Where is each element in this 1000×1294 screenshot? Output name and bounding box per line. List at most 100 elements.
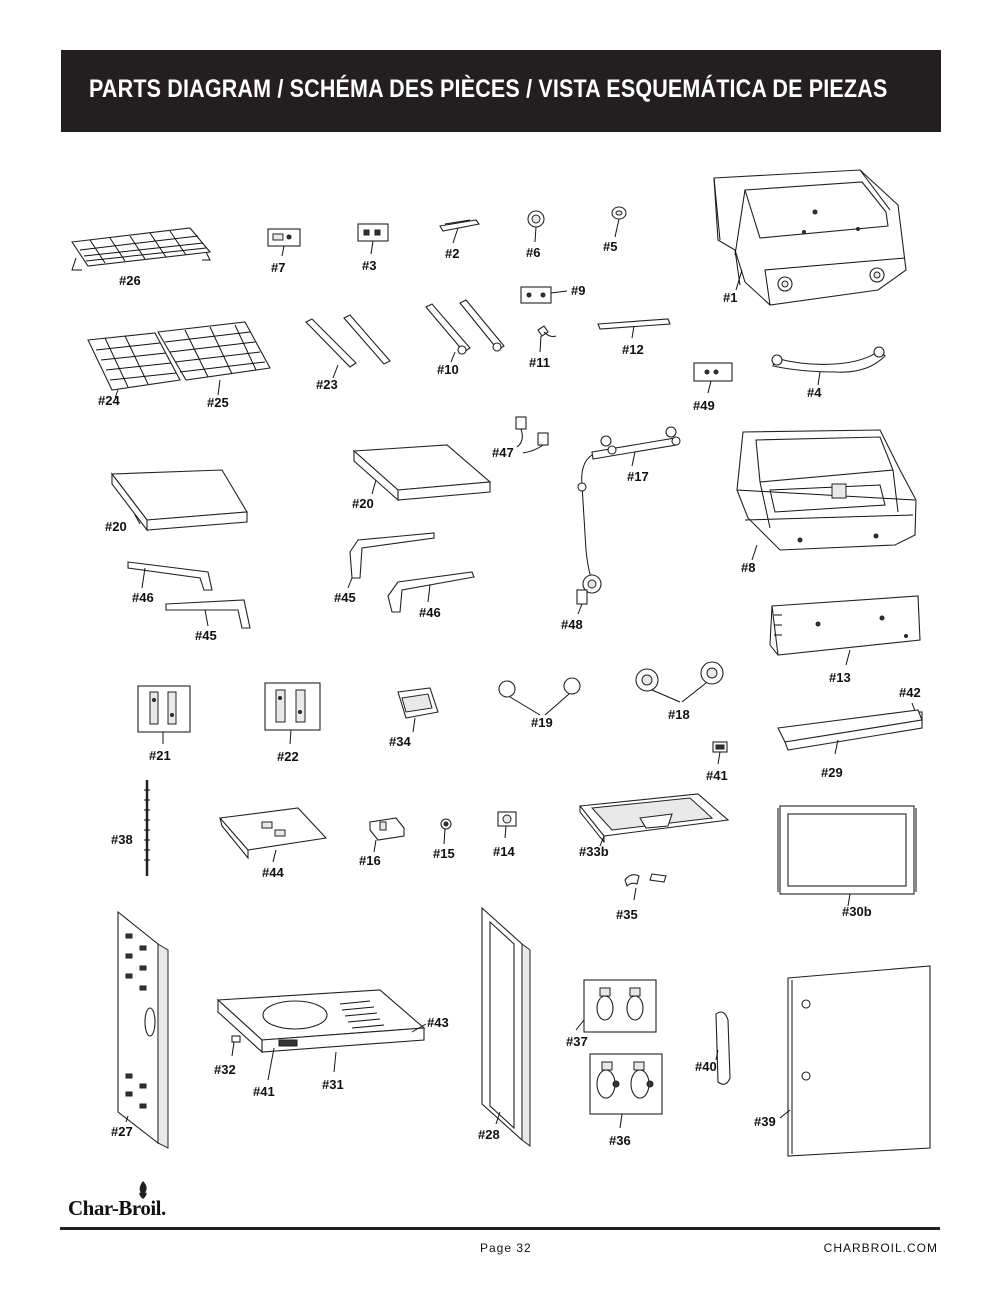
part-37-casters bbox=[575, 979, 657, 1033]
part-label: #44 bbox=[262, 865, 284, 880]
part-45-shelf-bracket bbox=[347, 532, 435, 589]
part-label: #20 bbox=[352, 496, 374, 511]
part-label: #17 bbox=[627, 469, 649, 484]
part-label: #33b bbox=[579, 844, 609, 859]
part-label: #2 bbox=[445, 246, 459, 261]
part-label: #34 bbox=[389, 734, 411, 749]
part-label: #21 bbox=[149, 748, 171, 763]
part-label: #11 bbox=[529, 355, 550, 370]
part-13-heat-shield bbox=[769, 595, 921, 666]
flame-icon bbox=[139, 1181, 147, 1199]
part-label: #39 bbox=[754, 1114, 776, 1129]
part-7-bracket bbox=[267, 228, 301, 257]
part-label: #48 bbox=[561, 617, 583, 632]
part-label: #43 bbox=[427, 1015, 449, 1030]
part-2-ignitor bbox=[439, 219, 480, 244]
part-35-clip bbox=[624, 873, 667, 901]
part-39-door bbox=[779, 965, 931, 1157]
part-label: #8 bbox=[741, 560, 755, 575]
part-46-shelf-bracket bbox=[387, 571, 475, 613]
part-26-warming-rack bbox=[71, 227, 212, 271]
part-label: #18 bbox=[668, 707, 690, 722]
part-label: #7 bbox=[271, 260, 285, 275]
part-36-casters bbox=[589, 1053, 663, 1129]
part-33b-grease-tray bbox=[578, 793, 730, 847]
part-label: #49 bbox=[693, 398, 715, 413]
footer-divider bbox=[60, 1227, 940, 1230]
part-17-manifold bbox=[591, 426, 681, 467]
part-28-side-panel bbox=[481, 906, 531, 1147]
part-label: #12 bbox=[622, 342, 644, 357]
part-38-rod bbox=[144, 780, 150, 876]
part-8-firebox bbox=[736, 429, 917, 561]
part-41-clip bbox=[712, 741, 728, 765]
part-16-block bbox=[369, 817, 405, 853]
part-6-knob bbox=[527, 210, 545, 243]
part-label: #19 bbox=[531, 715, 553, 730]
part-34-grease-cup bbox=[397, 687, 439, 733]
part-label: #14 bbox=[493, 844, 515, 859]
part-label: #38 bbox=[111, 832, 133, 847]
part-22-hinge-set bbox=[264, 682, 321, 745]
part-label: #13 bbox=[829, 670, 851, 685]
part-5-knob bbox=[611, 206, 627, 238]
part-label: #23 bbox=[316, 377, 338, 392]
part-label: #26 bbox=[119, 273, 141, 288]
part-45-shelf-bracket bbox=[165, 599, 251, 629]
part-label: #5 bbox=[603, 239, 617, 254]
part-1-lid bbox=[713, 169, 907, 306]
part-label: #22 bbox=[277, 749, 299, 764]
part-label: #9 bbox=[571, 283, 585, 298]
website-url: CHARBROIL.COM bbox=[823, 1241, 938, 1255]
part-label: #28 bbox=[478, 1127, 500, 1142]
part-9-plate bbox=[520, 286, 568, 304]
part-32-clip bbox=[231, 1035, 241, 1057]
part-label: #30b bbox=[842, 904, 872, 919]
brand-logo: Char-Broil. bbox=[68, 1196, 166, 1220]
part-47-orifice bbox=[515, 416, 549, 454]
part-label: #1 bbox=[723, 290, 737, 305]
part-40-door-handle bbox=[715, 1011, 731, 1085]
part-3-bracket bbox=[357, 223, 389, 255]
page-title: PARTS DIAGRAM / SCHÉMA DES PIÈCES / VIST… bbox=[89, 75, 888, 103]
part-label: #47 bbox=[492, 445, 514, 460]
part-49-bracket bbox=[693, 362, 733, 394]
page-number: Page 32 bbox=[480, 1241, 532, 1255]
part-19-bezel bbox=[498, 677, 581, 716]
part-27-side-panel bbox=[117, 910, 169, 1149]
part-label: #46 bbox=[132, 590, 154, 605]
part-29-control-panel-rail bbox=[777, 709, 923, 755]
part-label: #15 bbox=[433, 846, 455, 861]
part-label: #31 bbox=[322, 1077, 344, 1092]
part-12-bracket bbox=[597, 318, 671, 339]
part-label: #41 bbox=[253, 1084, 275, 1099]
part-46-shelf-bracket bbox=[127, 561, 213, 591]
part-10-burner bbox=[425, 299, 505, 363]
part-20-side-shelf bbox=[110, 469, 248, 532]
part-30b-frame bbox=[777, 805, 917, 907]
part-label: #32 bbox=[214, 1062, 236, 1077]
part-label: #16 bbox=[359, 853, 381, 868]
header-banner: PARTS DIAGRAM / SCHÉMA DES PIÈCES / VIST… bbox=[61, 50, 941, 132]
part-44-tray bbox=[218, 807, 328, 863]
part-label: #4 bbox=[807, 385, 822, 400]
part-label: #42 bbox=[899, 685, 921, 700]
part-31-bottom-panel bbox=[216, 989, 426, 1073]
part-25-cooking-grate bbox=[157, 321, 271, 396]
part-label: #37 bbox=[566, 1034, 588, 1049]
part-label: #41 bbox=[706, 768, 728, 783]
part-label: #45 bbox=[334, 590, 356, 605]
part-48-regulator-hose bbox=[576, 454, 602, 615]
part-21-hinge-set bbox=[137, 685, 191, 744]
part-20-side-shelf bbox=[352, 444, 492, 502]
part-18-control-knob bbox=[635, 661, 724, 703]
part-15-nut bbox=[440, 818, 452, 845]
part-label: #40 bbox=[695, 1059, 717, 1074]
part-label: #25 bbox=[207, 395, 229, 410]
part-label: #35 bbox=[616, 907, 638, 922]
part-label: #27 bbox=[111, 1124, 133, 1139]
part-label: #6 bbox=[526, 245, 540, 260]
part-14-fitting bbox=[497, 811, 517, 839]
part-23-heat-tent bbox=[305, 314, 391, 379]
